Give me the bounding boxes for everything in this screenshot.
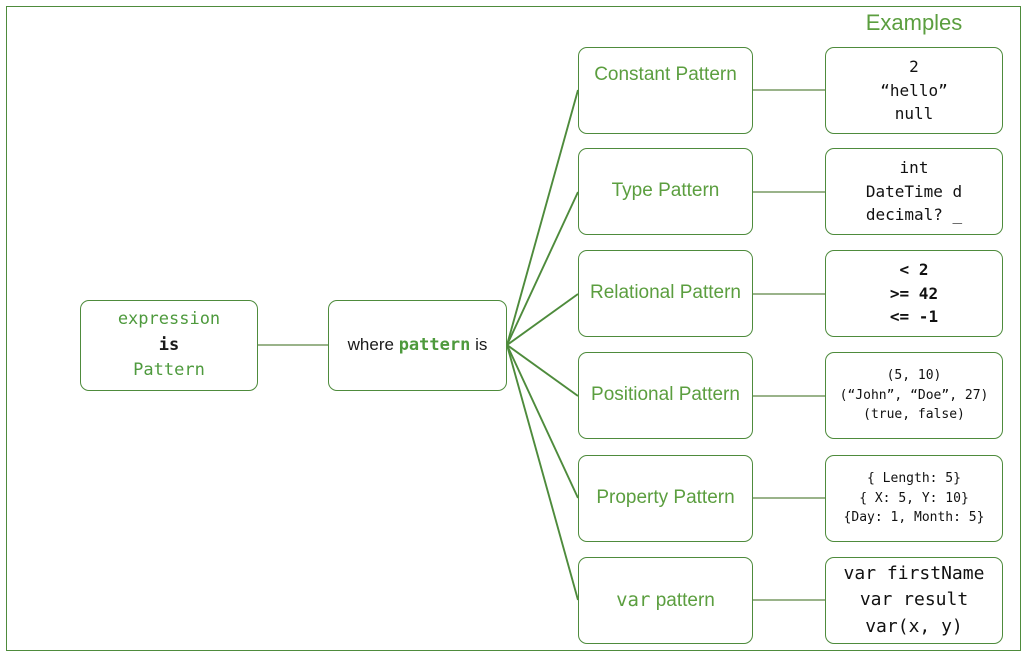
example-line-var-1: var firstName xyxy=(843,563,985,585)
example-box-var: var firstName var result var(x, y) xyxy=(825,557,1003,644)
fan-line-relational xyxy=(506,293,579,346)
where-clause-text: where pattern is xyxy=(348,333,488,357)
expression-keyword-expression: expression xyxy=(117,309,221,330)
example-line-var-3: var(x, y) xyxy=(865,615,963,637)
example-line-type-3: decimal? _ xyxy=(865,205,963,225)
example-line-relational-3: <= -1 xyxy=(889,307,939,327)
pattern-keyword-var: var xyxy=(616,588,651,611)
example-line-constant-1: 2 xyxy=(909,56,919,76)
example-box-property: { Length: 5} { X: 5, Y: 10} {Day: 1, Month… xyxy=(825,455,1003,542)
example-line-positional-1: (5, 10) xyxy=(886,367,942,383)
pattern-box-positional[interactable]: Positional Pattern xyxy=(578,352,753,439)
where-keyword-pattern: pattern xyxy=(398,335,471,356)
where-prefix-text: where xyxy=(347,335,399,355)
examples-column-title: Examples xyxy=(865,10,963,35)
example-line-positional-2: (“John”, “Doe”, 27) xyxy=(839,387,989,403)
fan-line-type xyxy=(506,191,579,346)
expression-is-pattern-box: expression is Pattern xyxy=(80,300,258,391)
example-line-var-2: var result xyxy=(859,589,969,611)
pattern-label-constant: Constant Pattern xyxy=(594,64,737,85)
example-line-relational-1: < 2 xyxy=(899,259,929,279)
pattern-label-relational: Relational Pattern xyxy=(589,282,742,304)
fan-line-constant xyxy=(506,89,579,346)
example-line-property-3: {Day: 1, Month: 5} xyxy=(843,510,985,526)
example-box-relational: < 2 >= 42 <= -1 xyxy=(825,250,1003,337)
where-pattern-is-box: where pattern is xyxy=(328,300,507,391)
example-line-constant-2: “hello” xyxy=(880,80,948,100)
pattern-label-var: var pattern xyxy=(616,588,715,611)
example-line-type-2: DateTime d xyxy=(865,181,963,201)
example-line-positional-3: (true, false) xyxy=(863,407,965,423)
example-line-relational-2: >= 42 xyxy=(889,283,939,303)
pattern-box-constant[interactable]: Constant Pattern xyxy=(578,47,753,134)
pattern-box-relational[interactable]: Relational Pattern xyxy=(578,250,753,337)
outer-frame-border xyxy=(6,6,1021,651)
expression-keyword-pattern: Pattern xyxy=(133,360,205,381)
example-line-property-1: { Length: 5} xyxy=(867,470,961,486)
expression-keyword-is: is xyxy=(158,334,180,355)
pattern-box-type[interactable]: Type Pattern xyxy=(578,148,753,235)
example-line-property-2: { X: 5, Y: 10} xyxy=(859,490,969,506)
pattern-box-property[interactable]: Property Pattern xyxy=(578,455,753,542)
example-box-positional: (5, 10) (“John”, “Doe”, 27) (true, false) xyxy=(825,352,1003,439)
where-suffix-text: is xyxy=(470,335,488,355)
example-line-constant-3: null xyxy=(894,104,934,124)
example-box-constant: 2 “hello” null xyxy=(825,47,1003,134)
fan-line-var xyxy=(506,344,579,601)
pattern-box-var[interactable]: var pattern xyxy=(578,557,753,644)
fan-line-positional xyxy=(506,344,579,397)
pattern-label-property: Property Pattern xyxy=(596,487,735,509)
fan-line-property xyxy=(506,344,579,499)
pattern-label-positional: Positional Pattern xyxy=(591,384,740,406)
example-line-type-1: int xyxy=(899,157,929,177)
pattern-label-type: Type Pattern xyxy=(611,180,720,202)
